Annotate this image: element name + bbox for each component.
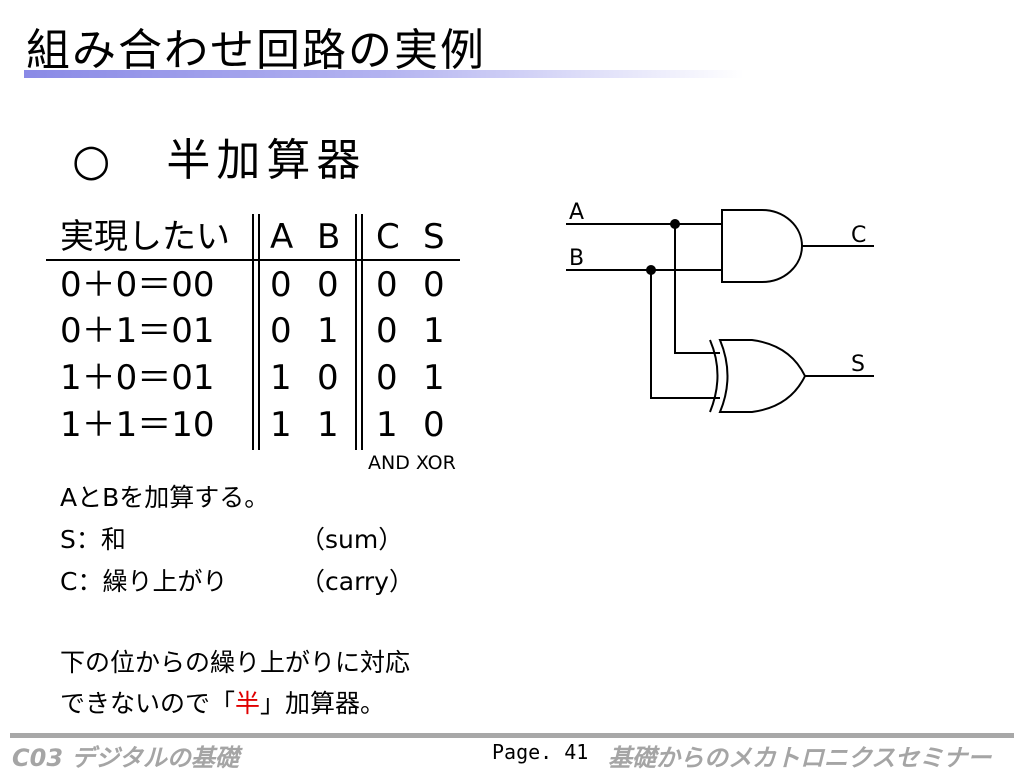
half-adder-circuit: A B C S <box>566 200 874 413</box>
highlight-han: 半 <box>235 689 261 718</box>
footer-course-title: C03 デジタルの基礎 <box>12 744 239 772</box>
table-header-a: A <box>270 217 294 257</box>
table-cell-c: 0 <box>376 265 398 305</box>
note-paragraph-line1: 下の位からの繰り上がりに対応 <box>60 648 411 677</box>
footer-seminar-title: 基礎からのメカトロニクスセミナー <box>608 744 992 772</box>
table-cell-s: 0 <box>423 405 445 445</box>
table-cell-a: 0 <box>270 265 292 305</box>
xor-gate <box>718 339 807 413</box>
note-paragraph-line2: できないので「半」加算器。 <box>60 684 385 720</box>
table-cell-c: 0 <box>376 358 398 398</box>
table-cell-a: 1 <box>270 358 292 398</box>
table-cell-b: 1 <box>317 311 339 351</box>
note-sum-label: S：和 <box>60 525 126 554</box>
note-text: できないので「 <box>60 689 236 718</box>
wire-b-branch <box>650 270 720 399</box>
table-cell-s: 0 <box>423 265 445 305</box>
table-cell-expression: 1＋1＝10 <box>60 405 215 445</box>
label-output-c: C <box>851 223 866 248</box>
table-header-s: S <box>423 217 445 257</box>
table-header-b: B <box>317 217 341 257</box>
table-cell-b: 0 <box>317 265 339 305</box>
table-header-c: C <box>376 217 400 257</box>
table-cell-c: 1 <box>376 405 398 445</box>
note-sum-term: （sum） <box>300 525 404 554</box>
note-addition: AとBを加算する。 <box>60 483 270 512</box>
xor-gate-input-curve <box>709 339 719 413</box>
label-input-b: B <box>569 246 584 271</box>
table-cell-a: 1 <box>270 405 292 445</box>
table-cell-expression: 0＋0＝00 <box>60 265 215 305</box>
table-divider <box>355 214 357 450</box>
footer-page-number: Page. 41 <box>492 740 589 764</box>
label-input-a: A <box>569 200 584 225</box>
section-heading: ○ 半加算器 <box>72 135 367 186</box>
table-cell-s: 1 <box>423 311 445 351</box>
table-cell-s: 1 <box>423 358 445 398</box>
table-divider <box>252 214 254 450</box>
note-carry-label: C：繰り上がり <box>60 567 228 596</box>
table-cell-b: 1 <box>317 405 339 445</box>
footer-rule <box>10 733 1014 738</box>
wire-a-branch <box>674 224 720 354</box>
note-carry-term: （carry） <box>300 567 414 596</box>
table-cell-a: 0 <box>270 311 292 351</box>
and-gate <box>721 209 803 283</box>
table-cell-b: 0 <box>317 358 339 398</box>
table-header-expression: 実現したい <box>60 217 230 257</box>
table-gate-footnote: AND XOR <box>368 452 456 474</box>
table-cell-c: 0 <box>376 311 398 351</box>
note-text: 」加算器。 <box>260 689 386 718</box>
junction-dot <box>646 265 656 275</box>
label-output-s: S <box>851 352 865 377</box>
title-underline <box>24 70 744 78</box>
table-cell-expression: 0＋1＝01 <box>60 311 215 351</box>
page-title: 組み合わせ回路の実例 <box>26 25 486 76</box>
junction-dot <box>670 219 680 229</box>
table-cell-expression: 1＋0＝01 <box>60 358 215 398</box>
table-divider <box>258 214 260 450</box>
table-divider <box>361 214 363 450</box>
